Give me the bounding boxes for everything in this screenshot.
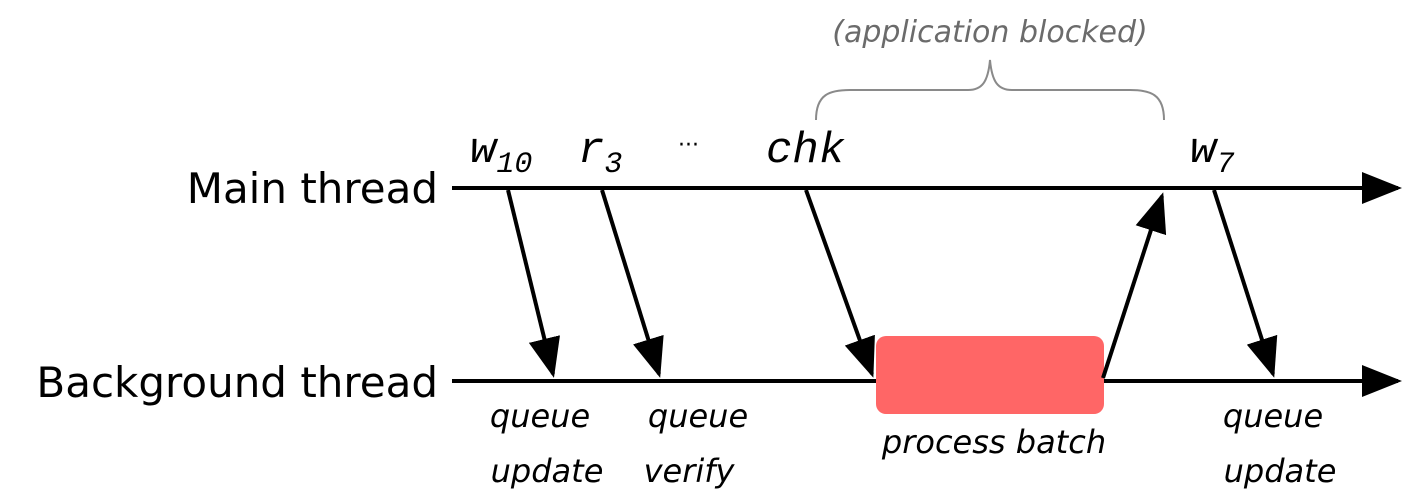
op-r3-subscript: 3 <box>604 148 622 182</box>
caption-queue-verify-line1: queue <box>648 397 748 435</box>
op-r3-name: r <box>578 126 604 176</box>
ellipsis: ··· <box>678 133 699 158</box>
op-w10-subscript: 10 <box>496 148 532 182</box>
op-w7-name: w <box>1190 126 1219 176</box>
caption-queue-verify-line2: verify <box>644 452 736 490</box>
blocked-brace <box>815 59 1165 121</box>
background-thread-label: Background thread <box>36 358 438 407</box>
main-thread-label: Main thread <box>187 164 438 213</box>
caption-queue-update-2-line2: update <box>1224 452 1337 490</box>
caption-queue-update-2-line1: queue <box>1223 397 1323 435</box>
op-w10-name: w <box>470 126 499 176</box>
arrow-r3-to-background <box>600 189 664 378</box>
caption-queue-update-1-line2: update <box>491 452 604 490</box>
application-blocked-note: (application blocked) <box>832 15 1148 50</box>
op-w10-label: w10 <box>470 126 532 182</box>
op-w7-label: w7 <box>1190 126 1234 182</box>
op-chk-label: chk <box>766 126 845 176</box>
arrow-chk-to-background <box>804 189 875 378</box>
op-r3-label: r3 <box>578 126 622 182</box>
op-w7-subscript: 7 <box>1216 148 1234 182</box>
arrow-batch-done-to-main <box>1101 192 1167 379</box>
arrow-w7-to-background <box>1212 189 1278 378</box>
process-batch-box <box>876 336 1104 414</box>
caption-process-batch: process batch <box>881 423 1106 461</box>
caption-queue-update-1-line1: queue <box>490 397 590 435</box>
arrow-w10-to-background <box>506 189 560 378</box>
